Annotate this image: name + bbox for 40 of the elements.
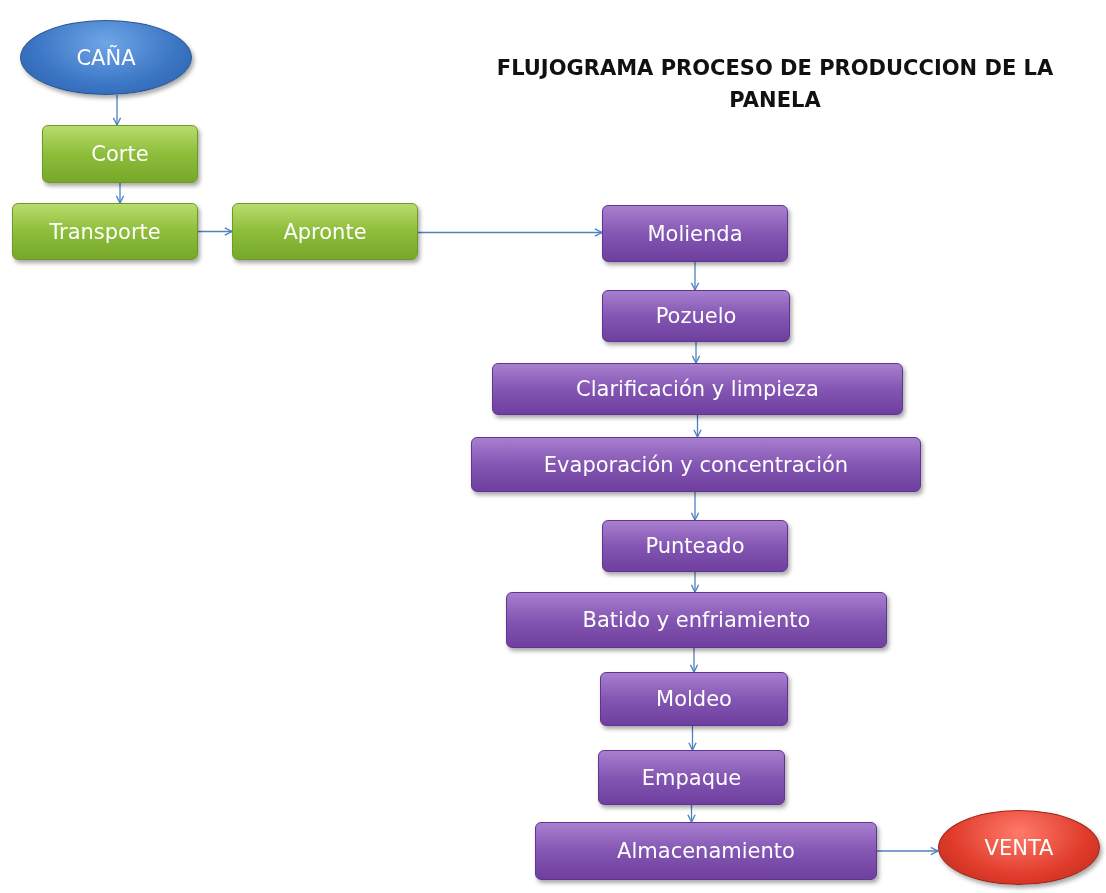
arrow xyxy=(688,725,697,751)
arrow xyxy=(690,261,700,291)
process-box xyxy=(42,125,198,183)
process-box xyxy=(598,750,785,805)
arrow xyxy=(691,341,701,364)
process-box xyxy=(12,203,198,260)
node-label: CAÑA xyxy=(76,45,136,70)
node-label: Apronte xyxy=(283,219,367,244)
arrow xyxy=(690,491,700,521)
arrow xyxy=(197,227,233,236)
arrow xyxy=(689,647,699,673)
arrow xyxy=(115,182,125,204)
process-box xyxy=(602,520,788,572)
process-box xyxy=(535,822,877,880)
arrow xyxy=(876,846,939,856)
process-box xyxy=(471,437,921,492)
node-label: Punteado xyxy=(645,534,745,558)
title: FLUJOGRAMA PROCESO DE PRODUCCION DE LA PANELA xyxy=(495,55,1055,114)
node-label: VENTA xyxy=(984,835,1054,860)
process-box xyxy=(600,672,788,726)
process-box xyxy=(602,290,790,342)
node-label: Empaque xyxy=(641,765,742,790)
node-label: Transporte xyxy=(49,219,161,244)
process-box xyxy=(232,203,418,260)
arrow xyxy=(112,94,122,126)
node-label: Evaporación y concentración xyxy=(543,452,849,477)
node-label: Moldeo xyxy=(656,687,732,711)
node-label: Almacenamiento xyxy=(617,839,795,863)
process-box xyxy=(506,592,887,648)
node-label: Batido y enfriamiento xyxy=(582,608,811,632)
process-box xyxy=(492,363,903,415)
node-label: Pozuelo xyxy=(655,304,737,328)
arrow xyxy=(690,571,700,593)
node-label: Molienda xyxy=(647,221,743,246)
node-label: Clarificación y limpieza xyxy=(576,377,819,401)
node-label: Corte xyxy=(91,142,149,166)
arrow xyxy=(693,414,702,438)
process-box xyxy=(602,205,788,262)
arrow xyxy=(687,804,696,823)
arrow xyxy=(417,228,603,237)
